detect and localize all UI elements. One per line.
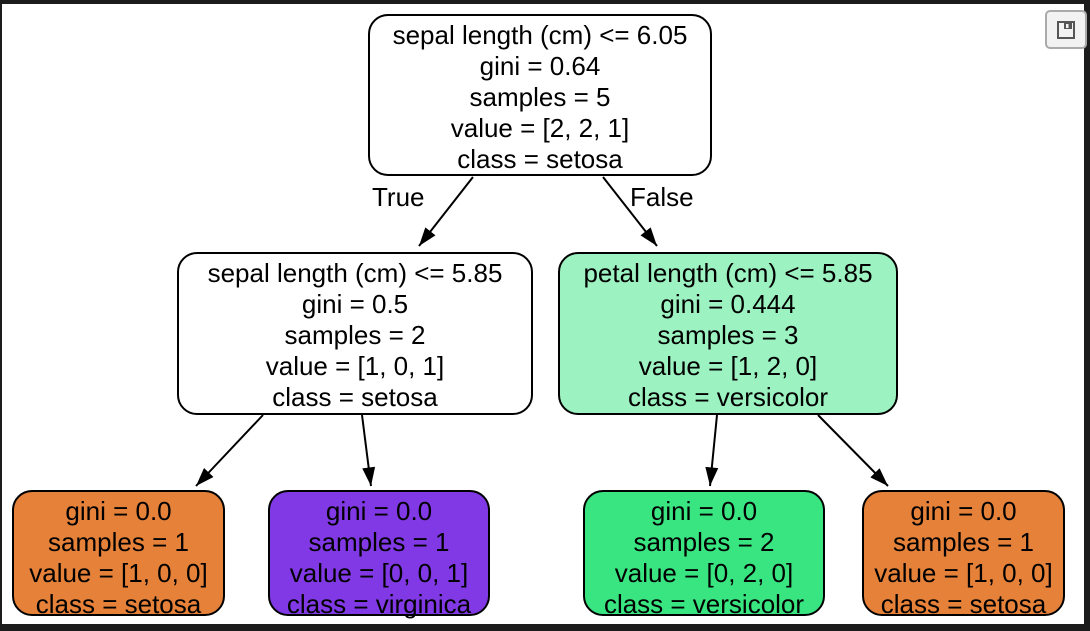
edge-label-false: False: [630, 182, 694, 212]
tree-node-root: sepal length (cm) <= 6.05 gini = 0.64 sa…: [368, 14, 712, 176]
node-samples: samples = 5: [469, 82, 611, 112]
edge-label-true: True: [372, 182, 425, 212]
node-gini: gini = 0.64: [479, 51, 601, 81]
floppy-disk-icon: [1057, 20, 1075, 39]
node-samples: samples = 1: [308, 527, 450, 557]
node-class: class = setosa: [457, 144, 623, 174]
node-class: class = setosa: [35, 589, 202, 619]
save-button[interactable]: [1045, 10, 1087, 49]
node-condition: sepal length (cm) <= 6.05: [392, 20, 688, 50]
node-gini: gini = 0.0: [910, 496, 1017, 526]
tree-node-leaf-2: gini = 0.0 samples = 1 value = [0, 0, 1]…: [268, 490, 490, 619]
node-condition: sepal length (cm) <= 5.85: [207, 258, 503, 288]
node-gini: gini = 0.0: [65, 496, 172, 526]
node-class: class = setosa: [272, 382, 438, 412]
node-gini: gini = 0.0: [325, 496, 433, 526]
tree-node-right-child: petal length (cm) <= 5.85 gini = 0.444 s…: [558, 252, 898, 415]
node-value: value = [1, 0, 0]: [874, 558, 1053, 588]
node-gini: gini = 0.444: [660, 289, 796, 319]
node-gini: gini = 0.5: [301, 289, 409, 319]
node-value: value = [0, 2, 0]: [614, 558, 794, 588]
node-samples: samples = 3: [657, 320, 799, 350]
node-class: class = versicolor: [627, 382, 829, 412]
node-class: class = setosa: [880, 589, 1047, 619]
node-class: class = virginica: [286, 589, 472, 619]
node-samples: samples = 2: [284, 320, 426, 350]
node-samples: samples = 1: [48, 527, 189, 557]
node-class: class = versicolor: [603, 589, 805, 619]
tree-node-leaf-3: gini = 0.0 samples = 2 value = [0, 2, 0]…: [583, 490, 825, 619]
tree-node-left-child: sepal length (cm) <= 5.85 gini = 0.5 sam…: [177, 252, 533, 415]
tree-node-leaf-4: gini = 0.0 samples = 1 value = [1, 0, 0]…: [862, 490, 1065, 619]
node-gini: gini = 0.0: [650, 496, 758, 526]
node-condition: petal length (cm) <= 5.85: [583, 258, 873, 288]
node-value: value = [2, 2, 1]: [450, 113, 630, 143]
node-value: value = [1, 0, 1]: [265, 351, 445, 381]
node-value: value = [1, 0, 0]: [29, 558, 208, 588]
node-value: value = [1, 2, 0]: [638, 351, 818, 381]
node-value: value = [0, 0, 1]: [289, 558, 469, 588]
tree-node-leaf-1: gini = 0.0 samples = 1 value = [1, 0, 0]…: [12, 490, 225, 619]
node-samples: samples = 1: [893, 527, 1034, 557]
node-samples: samples = 2: [633, 527, 775, 557]
